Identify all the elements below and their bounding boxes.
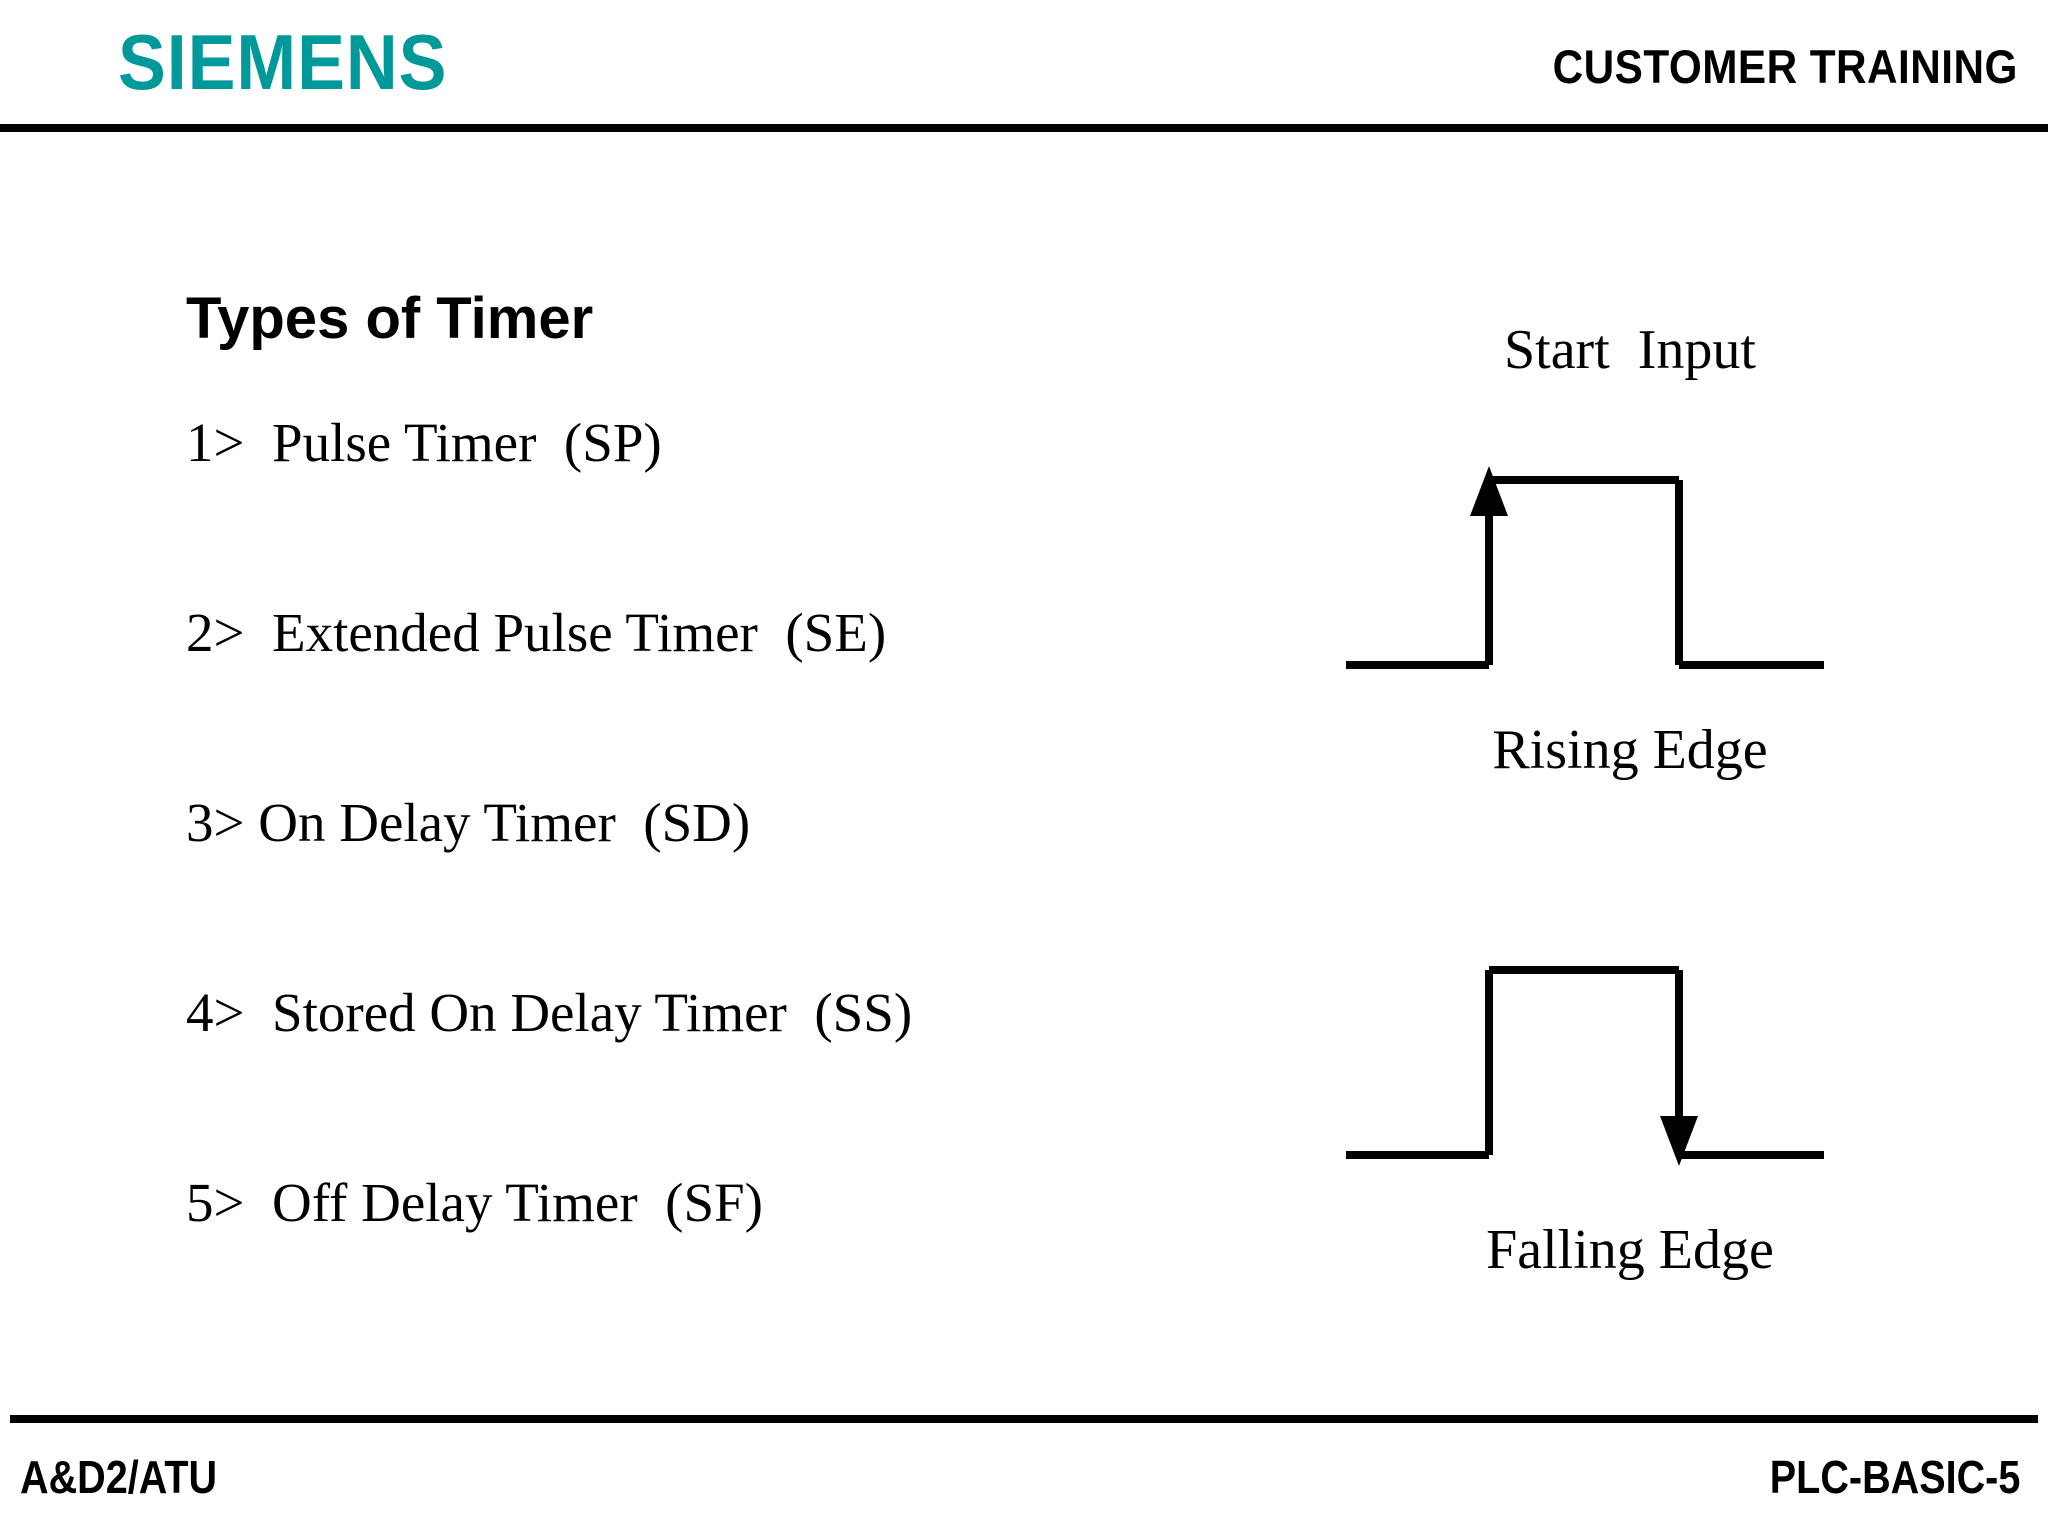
down-arrow-icon xyxy=(1660,1116,1698,1166)
footer-slide-id: PLC-BASIC-5 xyxy=(1769,1451,2020,1503)
start-input-label: Start Input xyxy=(1504,319,1756,381)
header-title: CUSTOMER TRAINING xyxy=(1552,40,2018,93)
falling-edge-waveform xyxy=(1346,966,1824,1166)
rising-edge-label: Rising Edge xyxy=(1492,719,1768,781)
list-item-pulse-timer: 1> Pulse Timer (SP) xyxy=(186,412,662,473)
list-item-on-delay-timer: 3> On Delay Timer (SD) xyxy=(186,792,751,853)
rising-edge-waveform xyxy=(1346,466,1824,669)
list-item-stored-on-delay-timer: 4> Stored On Delay Timer (SS) xyxy=(186,982,913,1043)
page-title: Types of Timer xyxy=(186,286,594,351)
header-divider xyxy=(0,124,2048,132)
list-item-off-delay-timer: 5> Off Delay Timer (SF) xyxy=(186,1172,763,1233)
edge-detection-diagram: Start Input Rising Edge xyxy=(1320,320,1940,1320)
list-item-extended-pulse-timer: 2> Extended Pulse Timer (SE) xyxy=(186,602,887,663)
falling-edge-label: Falling Edge xyxy=(1486,1219,1774,1281)
up-arrow-icon xyxy=(1470,466,1508,516)
timer-types-list: 1> Pulse Timer (SP) 2> Extended Pulse Ti… xyxy=(186,412,1146,1234)
footer-divider xyxy=(10,1415,2038,1423)
siemens-logo: SIEMENS xyxy=(118,18,448,106)
footer-department: A&D2/ATU xyxy=(20,1451,218,1503)
